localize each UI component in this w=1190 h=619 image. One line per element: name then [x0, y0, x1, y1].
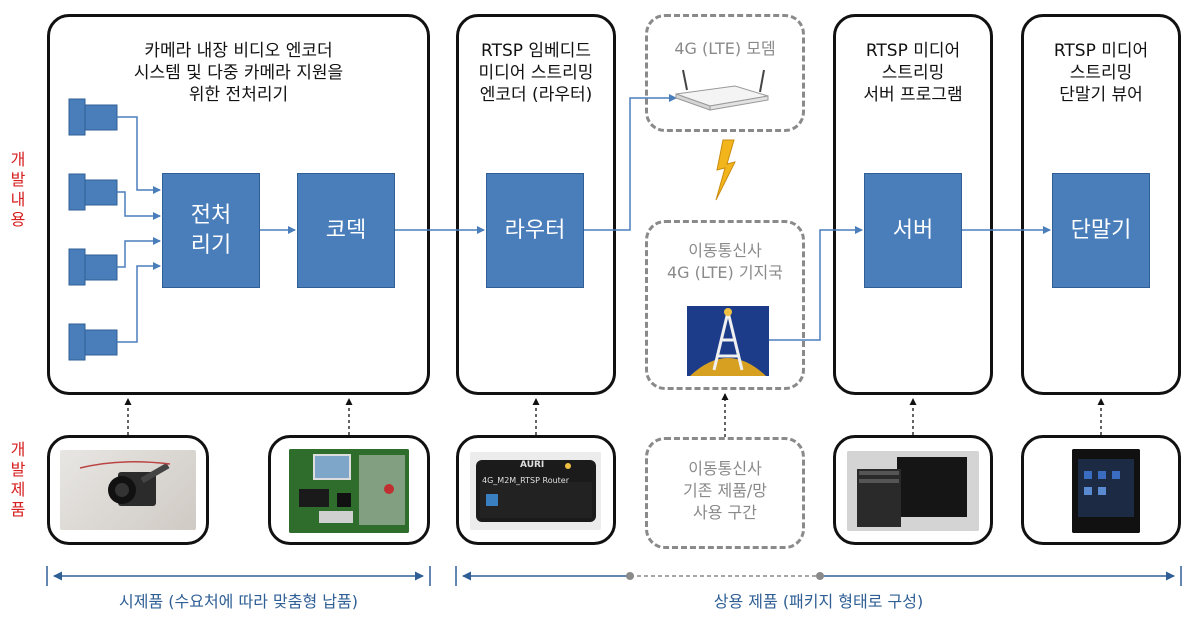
router-brand: AURI: [520, 460, 545, 470]
side-label-dev-product: 개발제품: [10, 440, 26, 519]
panel-existing-network-title: 이동통신사 기존 제품/망 사용 구간: [682, 459, 768, 522]
camera-icon-4: [68, 323, 118, 361]
panel-router-title: RTSP 임베디드 미디어 스트리밍 엔코더 (라우터): [478, 41, 594, 105]
camera-module-photo: [60, 450, 196, 530]
panel-modem: [645, 14, 805, 132]
router-photo: AURI 4G_M2M_RTSP Router: [470, 452, 601, 530]
label-prototype: 시제품 (수요처에 따라 맞춤형 납품): [119, 592, 358, 611]
camera-icon-1: [68, 98, 118, 136]
cell-tower-icon: [687, 306, 769, 376]
block-preprocessor: 전처 리기: [162, 173, 260, 288]
router-model: 4G_M2M_RTSP Router: [482, 476, 570, 485]
lte-modem-icon: [675, 69, 769, 111]
panel-preprocessor-title: 카메라 내장 비디오 엔코더 시스템 및 다중 카메라 지원을 위한 전처리기: [133, 41, 344, 105]
panel-existing-network: [645, 437, 805, 549]
panel-terminal-title: RTSP 미디어 스트리밍 단말기 뷰어: [1053, 41, 1149, 105]
mobile-terminal-icon: [1072, 449, 1140, 533]
server-photo: [847, 451, 979, 531]
panel-modem-title: 4G (LTE) 모뎀: [674, 39, 776, 58]
side-label-dev-content: 개발내용: [10, 150, 26, 229]
camera-icon-3: [68, 248, 118, 286]
block-router: 라우터: [486, 173, 584, 288]
server-monitor-icon: [847, 451, 979, 531]
circuit-board-icon: [289, 449, 409, 533]
block-codec: 코덱: [297, 173, 395, 288]
board-photo: [289, 449, 409, 533]
block-server: 서버: [864, 173, 962, 288]
wireless-link-icon: [715, 139, 736, 201]
camera-icon-2: [68, 173, 118, 211]
terminal-photo: [1072, 449, 1140, 533]
router-device-icon: [470, 452, 601, 530]
panel-server-title: RTSP 미디어 스트리밍 서버 프로그램: [863, 41, 963, 105]
block-terminal: 단말기: [1052, 173, 1150, 288]
camera-module-icon: [79, 461, 171, 506]
label-commercial: 상용 제품 (패키지 형태로 구성): [713, 592, 924, 611]
panel-base-station-title: 이동통신사 4G (LTE) 기지국: [667, 241, 783, 282]
